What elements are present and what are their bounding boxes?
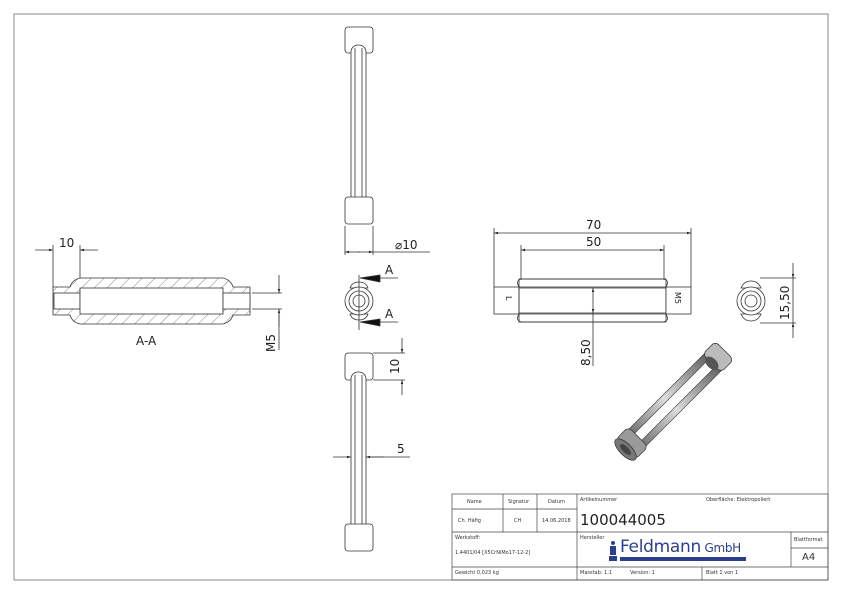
section-label: A-A — [136, 334, 157, 348]
top-view — [344, 26, 430, 255]
front-view — [493, 228, 692, 366]
dim-overall-70: 70 — [586, 218, 601, 232]
header-datum: Datum — [548, 499, 565, 505]
logo-figure-icon — [609, 541, 617, 561]
dim-inner-50: 50 — [586, 235, 601, 249]
header-name: Name — [467, 499, 482, 505]
marking-l: L — [504, 296, 513, 301]
section-marker-a-bottom: A — [385, 307, 394, 321]
sheet-border — [13, 13, 829, 581]
artikelnummer-label: Artikelnummer — [580, 497, 618, 503]
feldmann-logo: Feldmann GmbH — [608, 537, 748, 562]
dim-section-10: 10 — [59, 236, 74, 250]
gewicht: Gewicht 0,023 kg — [455, 570, 499, 576]
werkstoff-label: Werkstoff: — [455, 535, 481, 541]
isometric-view — [614, 343, 732, 461]
version: Version: 1 — [630, 570, 655, 576]
marking-m5: M5 — [673, 292, 682, 304]
end-view — [344, 274, 398, 330]
title-block-frame — [451, 493, 829, 581]
blattformat: A4 — [802, 552, 816, 563]
bottom-view — [333, 338, 410, 552]
logo-underline-bar — [620, 557, 746, 561]
artikelnummer: 100044005 — [580, 511, 666, 529]
dim-width-5: 5 — [397, 442, 405, 456]
blatt: Blatt 1 von 1 — [706, 570, 739, 576]
section-view — [35, 245, 282, 350]
werkstoff-value: 1.4401/04 [X5CrNiMo17-12-2] — [455, 550, 531, 556]
header-signatur: Signatur — [508, 499, 530, 505]
dim-thread-m5: M5 — [264, 334, 278, 352]
section-marker-a-top: A — [385, 263, 394, 277]
dim-end-10: 10 — [388, 359, 402, 374]
massstab: Masstab: 1:1 — [580, 570, 613, 576]
dim-diameter-10: ⌀10 — [395, 238, 418, 252]
dim-height-1550: 15,50 — [778, 286, 792, 320]
dim-height-850: 8,50 — [579, 339, 593, 366]
side-view — [736, 263, 796, 338]
blattformat-label: Blattformat — [794, 537, 823, 543]
oberflaeche: Oberfläche: Elektropoliert — [706, 497, 771, 503]
drafter-signature: CH — [514, 518, 522, 524]
drafter-name: Ch. Häfig — [458, 518, 481, 524]
logo-text: Feldmann GmbH — [620, 537, 741, 557]
drawing-date: 14.06.2018 — [542, 518, 571, 524]
hersteller-label: Hersteller — [580, 535, 605, 541]
